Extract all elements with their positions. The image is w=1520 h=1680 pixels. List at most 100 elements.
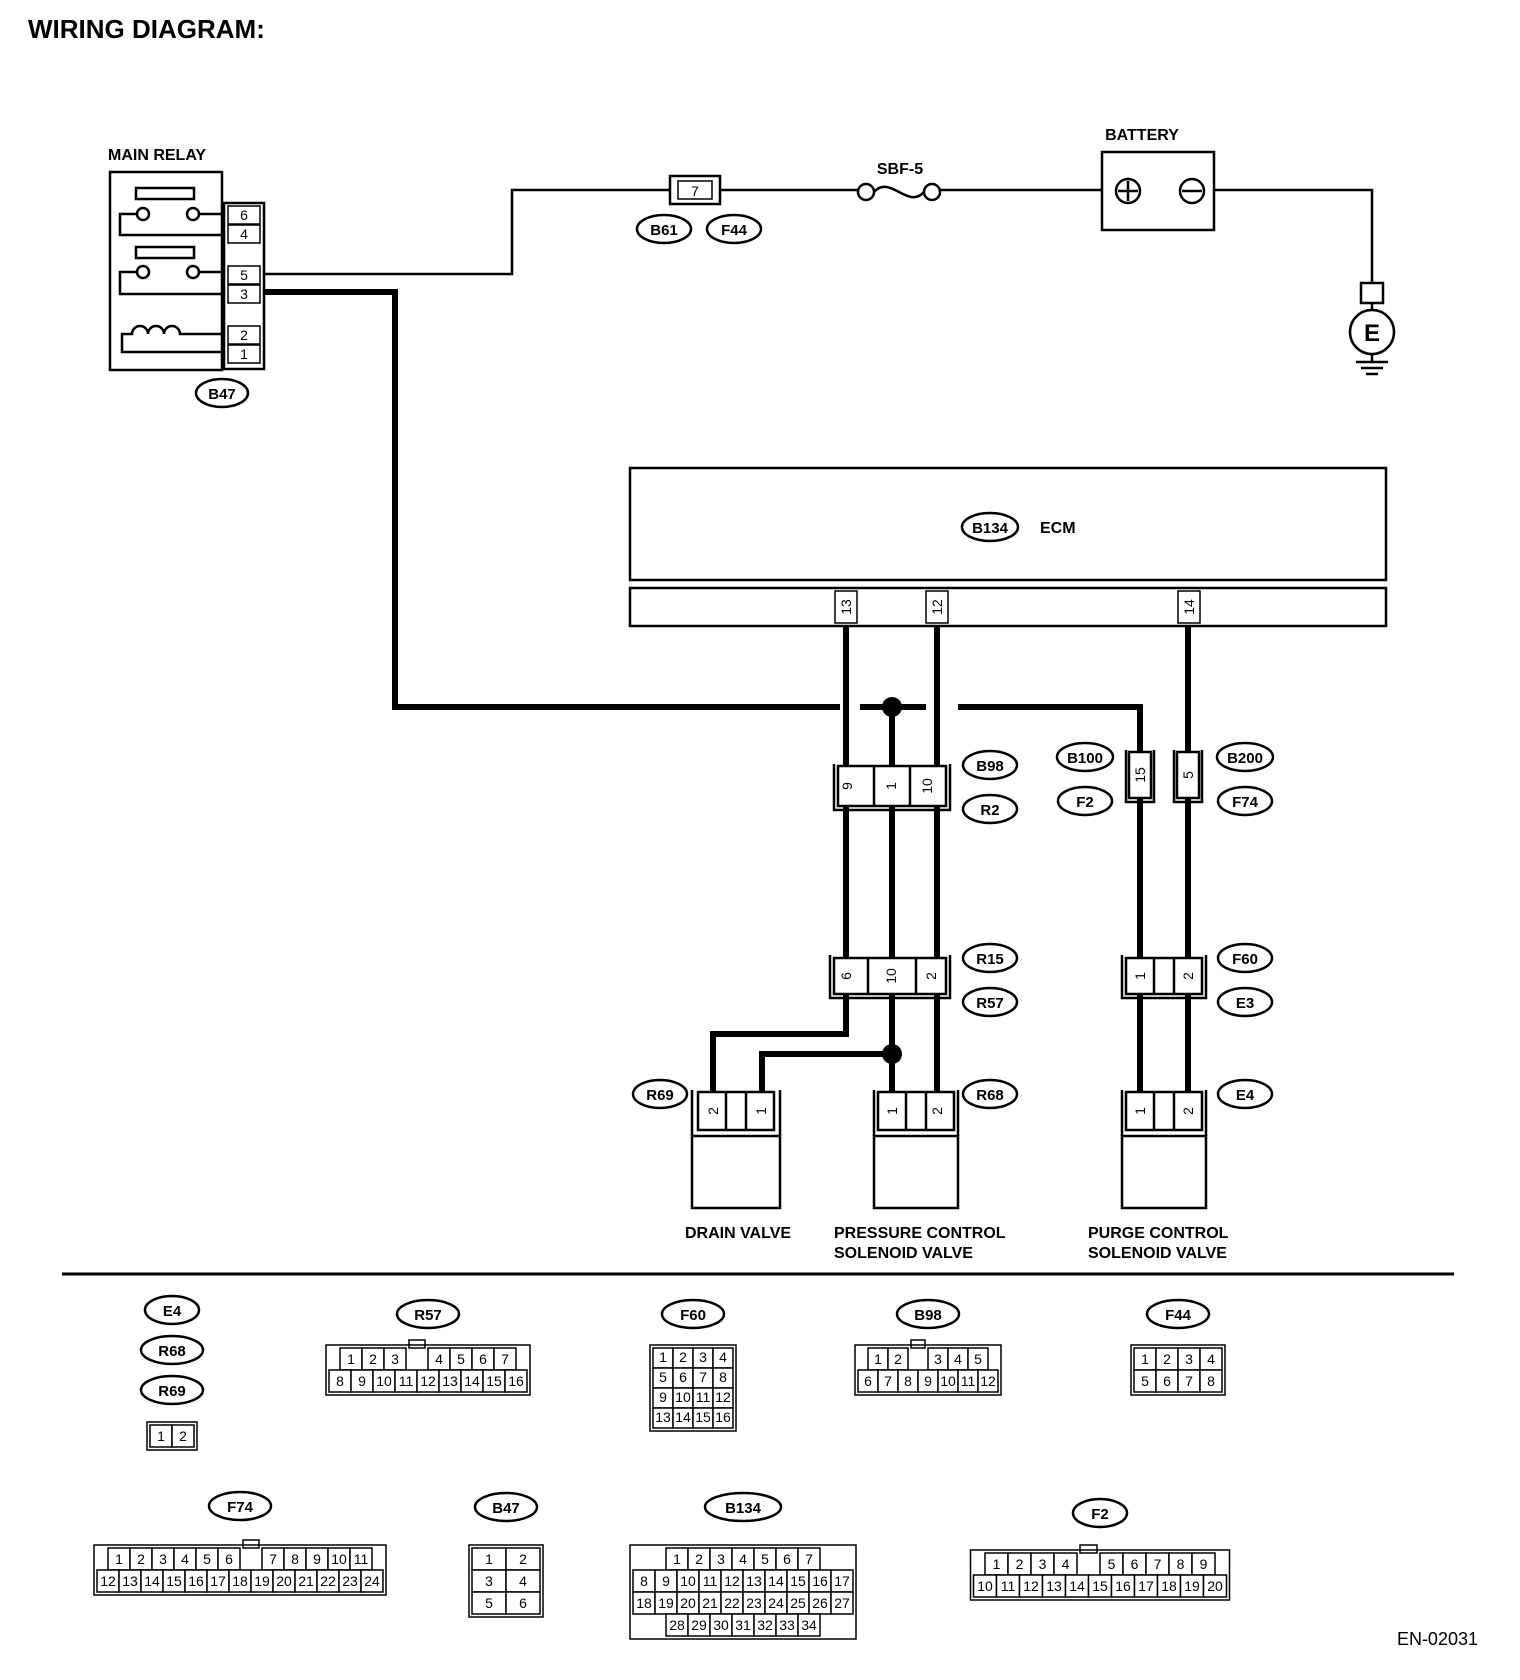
legend-cell-label: 8 — [640, 1573, 648, 1589]
legend-cell-label: 7 — [501, 1351, 509, 1367]
legend-cell-label: 11 — [696, 1389, 711, 1405]
legend-cell-label: 20 — [1207, 1578, 1223, 1594]
legend-cell — [505, 1591, 541, 1615]
connector-tag-label: F60 — [1232, 951, 1258, 968]
legend-cell-label: 2 — [679, 1349, 687, 1365]
legend-cell-label: 8 — [904, 1373, 912, 1389]
connector-tag-label: E3 — [1236, 995, 1254, 1012]
legend-cell-label: 5 — [203, 1551, 211, 1567]
legend-tag-label: F74 — [227, 1499, 254, 1516]
legend-key — [242, 1539, 260, 1549]
connector-tag-b100 — [1055, 741, 1115, 773]
ecm-pin: 13 — [838, 599, 854, 615]
relay-switch-2 — [118, 245, 222, 296]
legend-cell-label: 5 — [974, 1351, 982, 1367]
ecm-pin: 14 — [1181, 599, 1197, 615]
legend-cell-label: 11 — [961, 1373, 976, 1389]
legend-cell-label: 19 — [658, 1595, 674, 1611]
legend-housing — [325, 1344, 531, 1396]
legend-cell-label: 31 — [735, 1617, 751, 1633]
connector-tag-label: E4 — [1236, 1087, 1255, 1104]
harness-wires — [264, 289, 1191, 1092]
legend-cell-label: 21 — [702, 1595, 718, 1611]
legend-cell-label: 4 — [519, 1573, 527, 1589]
legend-cell-label: 8 — [336, 1373, 344, 1389]
legend-cell-label: 4 — [739, 1551, 747, 1567]
connector-tag-b134 — [960, 511, 1020, 543]
relay-pin: 5 — [240, 267, 248, 283]
connector-tag-label: R2 — [980, 802, 999, 819]
legend-cell-label: 21 — [298, 1573, 314, 1589]
connector-tag-label: F2 — [1076, 794, 1094, 811]
ecm-label: ECM — [1040, 520, 1076, 537]
drain-valve-body — [690, 1134, 782, 1210]
r15-pin: 2 — [923, 972, 939, 980]
legend-tag — [473, 1491, 539, 1523]
legend-cell-label: 10 — [680, 1573, 696, 1589]
b98-pin: 1 — [883, 782, 899, 790]
legend-cell-label: 15 — [166, 1573, 182, 1589]
pcsv-body — [872, 1134, 960, 1210]
r69-pin: 1 — [753, 1107, 769, 1115]
legend-cell-label: 7 — [1154, 1556, 1162, 1572]
legend-tag — [660, 1298, 726, 1330]
legend-key — [1079, 1544, 1098, 1554]
legend-housing — [969, 1549, 1231, 1601]
legend-cell-label: 12 — [420, 1373, 436, 1389]
legend-cell-label: 13 — [122, 1573, 138, 1589]
pressure-control-solenoid-valve: 1 2 R68 PRESSURE CONTROL SOLENOID VALVE — [834, 1078, 1019, 1262]
legend-cell-label: 12 — [980, 1373, 996, 1389]
connector-b100-f2: 15 B100 F2 — [1055, 741, 1156, 817]
legend-cell — [712, 1407, 734, 1429]
legend-cell-label: 6 — [1131, 1556, 1139, 1572]
legend-cell-label: 16 — [715, 1409, 731, 1425]
connector-tag-b200 — [1215, 741, 1275, 773]
connector-tag-label: B134 — [972, 520, 1009, 537]
legend-cell-label: 20 — [276, 1573, 292, 1589]
battery: BATTERY — [1100, 127, 1216, 232]
connector-tag-label: F44 — [721, 222, 748, 239]
splice-point — [882, 697, 902, 717]
legend-cell-label: 12 — [100, 1573, 116, 1589]
legend-cell-label: 16 — [508, 1373, 524, 1389]
f60-pin: 2 — [1180, 972, 1196, 980]
legend-cell-label: 23 — [746, 1595, 762, 1611]
legend-cell-label: 34 — [801, 1617, 817, 1633]
connector-tag-r57 — [961, 986, 1019, 1018]
legend-tag-label: R68 — [158, 1343, 186, 1360]
legend-cell-label: 2 — [894, 1351, 902, 1367]
legend-cell-label: 8 — [291, 1551, 299, 1567]
purge-valve-body — [1120, 1134, 1208, 1210]
legend-cell-label: 16 — [188, 1573, 204, 1589]
legend-cell-label: 13 — [1046, 1578, 1062, 1594]
legend-housing — [1130, 1344, 1226, 1396]
connector-tag-label: F74 — [1232, 794, 1259, 811]
legend-cell-label: 24 — [768, 1595, 784, 1611]
purge-label-line1: PURGE CONTROL — [1088, 1225, 1229, 1242]
connector-tag-f74 — [1216, 785, 1274, 817]
legend-cell-label: 13 — [655, 1409, 671, 1425]
legend-housing — [93, 1544, 387, 1596]
legend-cell — [360, 1569, 384, 1593]
relay-pin: 3 — [240, 286, 248, 302]
legend-cell-label: 19 — [254, 1573, 270, 1589]
legend-cell-label: 6 — [1163, 1373, 1171, 1389]
drain-valve: R69 2 1 DRAIN VALVE — [631, 1078, 791, 1242]
legend-cell-label: 11 — [354, 1551, 369, 1567]
legend-cell-label: 12 — [1023, 1578, 1039, 1594]
connector-tag-label: B47 — [208, 386, 236, 403]
legend-cell-label: 3 — [391, 1351, 399, 1367]
legend-cell-label: 6 — [519, 1595, 527, 1611]
legend-cell-label: 9 — [313, 1551, 321, 1567]
legend-tag — [1071, 1497, 1129, 1529]
pcsv-label-line1: PRESSURE CONTROL — [834, 1225, 1006, 1242]
legend-cell-label: 2 — [519, 1551, 527, 1567]
legend-cell-label: 11 — [399, 1373, 414, 1389]
legend-tag — [139, 1374, 205, 1406]
connector-tag-label: B61 — [650, 222, 678, 239]
legend-cell-label: 1 — [347, 1351, 355, 1367]
legend-tag-label: E4 — [163, 1303, 182, 1320]
